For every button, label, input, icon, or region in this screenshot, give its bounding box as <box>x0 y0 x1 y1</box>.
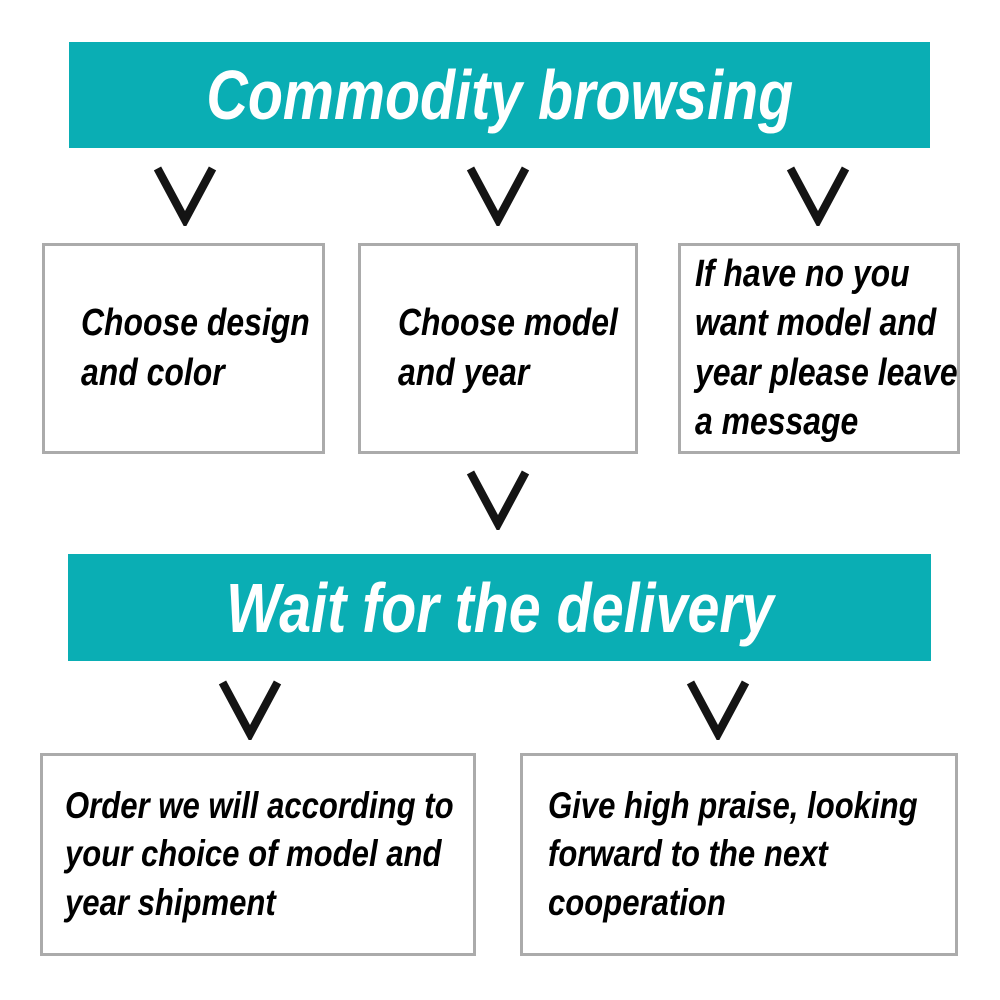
step-box-high-praise: Give high praise, looking forward to the… <box>520 753 958 956</box>
arrow-down-icon <box>465 164 531 226</box>
banner-commodity-browsing: Commodity browsing <box>69 42 930 148</box>
step-box-order-shipment: Order we will according to your choice o… <box>40 753 476 956</box>
step-box-high-praise-label: Give high praise, looking forward to the… <box>548 785 918 923</box>
banner-wait-for-delivery: Wait for the delivery <box>68 554 931 661</box>
step-box-order-shipment-label: Order we will according to your choice o… <box>65 785 454 923</box>
step-box-no-model-note-label: If have no you want model and year pleas… <box>695 252 958 443</box>
step-box-choose-design-label: Choose design and color <box>81 302 310 394</box>
step-box-no-model-note: If have no you want model and year pleas… <box>678 243 960 454</box>
banner-commodity-browsing-label: Commodity browsing <box>206 56 793 134</box>
step-box-choose-design: Choose design and color <box>42 243 325 454</box>
arrow-down-icon <box>217 678 283 740</box>
banner-wait-for-delivery-label: Wait for the delivery <box>225 568 774 647</box>
arrow-down-icon <box>152 164 218 226</box>
arrow-down-icon <box>465 468 531 530</box>
step-box-choose-model: Choose model and year <box>358 243 638 454</box>
step-box-choose-model-label: Choose model and year <box>398 302 618 394</box>
arrow-down-icon <box>685 678 751 740</box>
arrow-down-icon <box>785 164 851 226</box>
